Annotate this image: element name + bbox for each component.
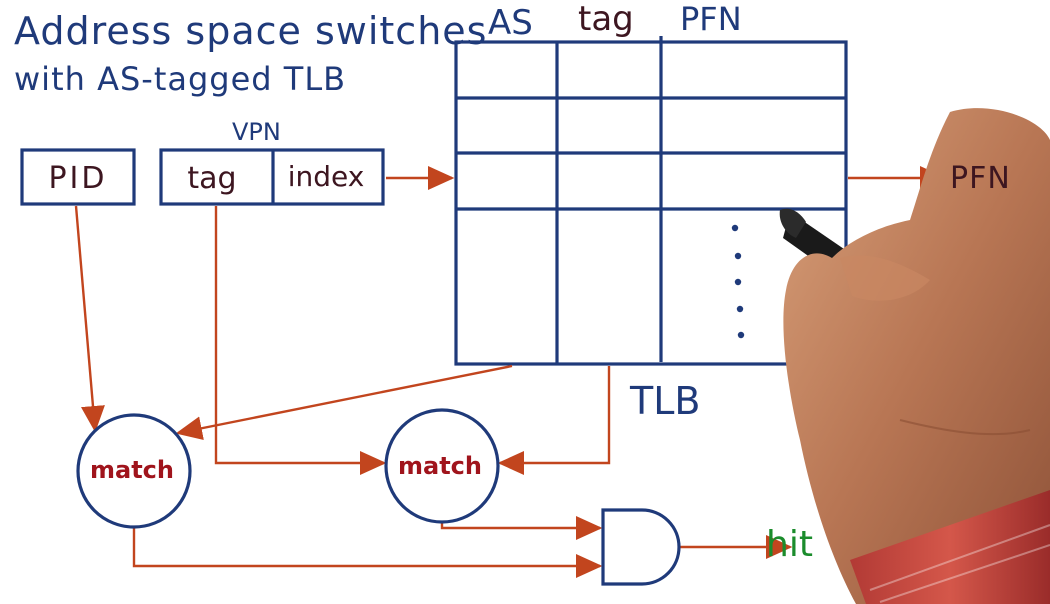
vpn-index-label: index	[288, 160, 365, 193]
match-circle-tag: match	[384, 408, 500, 524]
tlb-table: TLB	[454, 36, 848, 423]
pid-to-match-arrow-icon	[74, 205, 105, 433]
tlb-outline	[454, 40, 848, 366]
tlb-ellipsis-dots	[731, 224, 745, 339]
tlb-header-tag: tag	[578, 0, 634, 39]
pid-label: PID	[48, 161, 107, 196]
match-circle-pid: match	[76, 413, 192, 529]
hit-label: hit	[766, 524, 813, 565]
title: Address space switches with AS-tagged TL…	[14, 9, 487, 98]
tlb-column-headers: AS tag PFN	[488, 0, 742, 43]
pid-box: PID	[20, 148, 136, 206]
as-to-match-arrow-icon	[175, 364, 513, 441]
vpn-tag-label: tag	[187, 161, 236, 196]
vpn-label: VPN	[232, 118, 281, 146]
title-line1: Address space switches	[14, 9, 487, 53]
wires	[74, 166, 947, 578]
tlbtag-to-match-arrow-icon	[497, 366, 611, 475]
match1-to-and-arrow-icon	[132, 528, 603, 578]
and-gate-icon	[601, 508, 681, 586]
tlb-label: TLB	[629, 379, 700, 423]
match-label: match	[90, 456, 174, 484]
tlb-header-pfn: PFN	[680, 0, 742, 38]
tlb-header-as: AS	[488, 3, 533, 43]
match-label: match	[398, 452, 482, 480]
vpn-box: VPN tag index	[159, 118, 385, 206]
title-line2: with AS-tagged TLB	[14, 60, 346, 98]
match2-to-and-arrow-icon	[440, 516, 603, 540]
pid-box-outline	[20, 148, 136, 206]
tag-to-match-arrow-icon	[214, 206, 387, 475]
pfn-output-label: PFN	[950, 161, 1011, 196]
hand-with-pen-image	[779, 108, 1050, 604]
